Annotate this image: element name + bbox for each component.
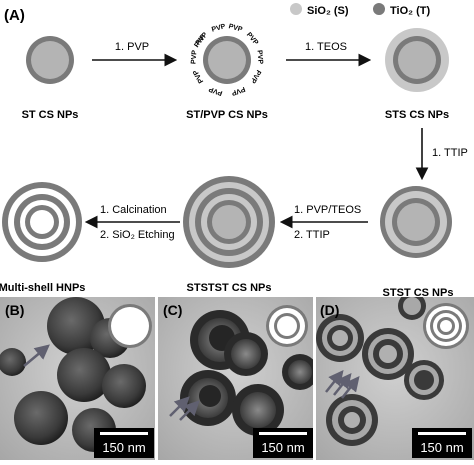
tem-particle [362, 328, 414, 380]
tem-particle [102, 364, 146, 408]
pvp-tag: PVP [211, 23, 227, 33]
stst-label: STST CS NPs [383, 287, 454, 299]
hnp-label: Multi-shell HNPs [0, 282, 85, 294]
tem-particle [14, 391, 68, 445]
scale-bar-line [100, 432, 148, 435]
panel-d-label: (D) [320, 302, 339, 318]
step-pvp-teos-label: 1. PVP/TEOS [294, 204, 361, 216]
tem-particle [404, 360, 444, 400]
pvp-tag: PVP [192, 68, 205, 84]
pvp-tag: PVP [190, 50, 198, 65]
st-pvp-particle [203, 36, 251, 84]
step-etching-label: 2. SiO₂ Etching [100, 229, 175, 241]
pvp-tag: PVP [230, 85, 246, 96]
titania-legend-label: TiO₂ (T) [390, 5, 430, 17]
panel-b: 150 nm (B) [0, 297, 155, 460]
step-pvp-label: 1. PVP [115, 41, 149, 53]
titania-legend-swatch [373, 3, 385, 15]
pvp-tag: PVP [245, 31, 260, 46]
step-ttip2-label: 2. TTIP [294, 229, 330, 241]
pointer-arrow [341, 376, 360, 399]
scale-bar-label: 150 nm [102, 440, 145, 455]
st-particle [26, 36, 74, 84]
tem-particle [57, 348, 111, 402]
scale-bar-label: 150 nm [420, 440, 463, 455]
sts-particle [385, 28, 449, 92]
st-pvp-label: ST/PVP CS NPs [186, 109, 268, 121]
panel-d: 150 nm (D) [316, 297, 474, 460]
tem-particle [0, 348, 26, 376]
step-ttip-label: 1. TTIP [432, 147, 468, 159]
tem-particle [326, 394, 378, 446]
tem-particle [316, 314, 364, 362]
step-calcination-label: 1. Calcination [100, 204, 167, 216]
panel-a-label: (A) [4, 7, 25, 24]
pvp-tag: PVP [255, 50, 263, 65]
multishell-hnp [2, 182, 82, 262]
st-label: ST CS NPs [22, 109, 79, 121]
pvp-tag: PVP [249, 69, 262, 85]
legend: SiO₂ (S) TiO₂ (T) [290, 3, 430, 17]
tem-particle [232, 384, 284, 436]
tem-particle [180, 370, 236, 426]
pointer-arrow [179, 400, 200, 421]
scale-bar-label: 150 nm [261, 440, 304, 455]
sts-label: STS CS NPs [385, 109, 449, 121]
inset-schematic [266, 305, 308, 347]
tem-particle [282, 354, 313, 390]
pvp-tag: PVP [208, 85, 224, 96]
ststst-particle [183, 176, 275, 268]
stst-particle [380, 186, 452, 258]
panel-c-label: (C) [163, 302, 182, 318]
step-teos-label: 1. TEOS [305, 41, 347, 53]
tem-particle [398, 297, 426, 320]
tem-particle [224, 332, 268, 376]
pvp-tag: PVP [228, 23, 244, 33]
scale-bar-line [259, 432, 307, 435]
panel-b-label: (B) [5, 302, 24, 318]
silica-legend-swatch [290, 3, 302, 15]
inset-schematic [423, 303, 469, 349]
panel-c: 150 nm (C) [158, 297, 313, 460]
scale-bar-line [418, 432, 466, 435]
silica-legend-label: SiO₂ (S) [307, 5, 349, 17]
pointer-arrow [23, 344, 50, 367]
ststst-label: STSTST CS NPs [187, 282, 272, 294]
